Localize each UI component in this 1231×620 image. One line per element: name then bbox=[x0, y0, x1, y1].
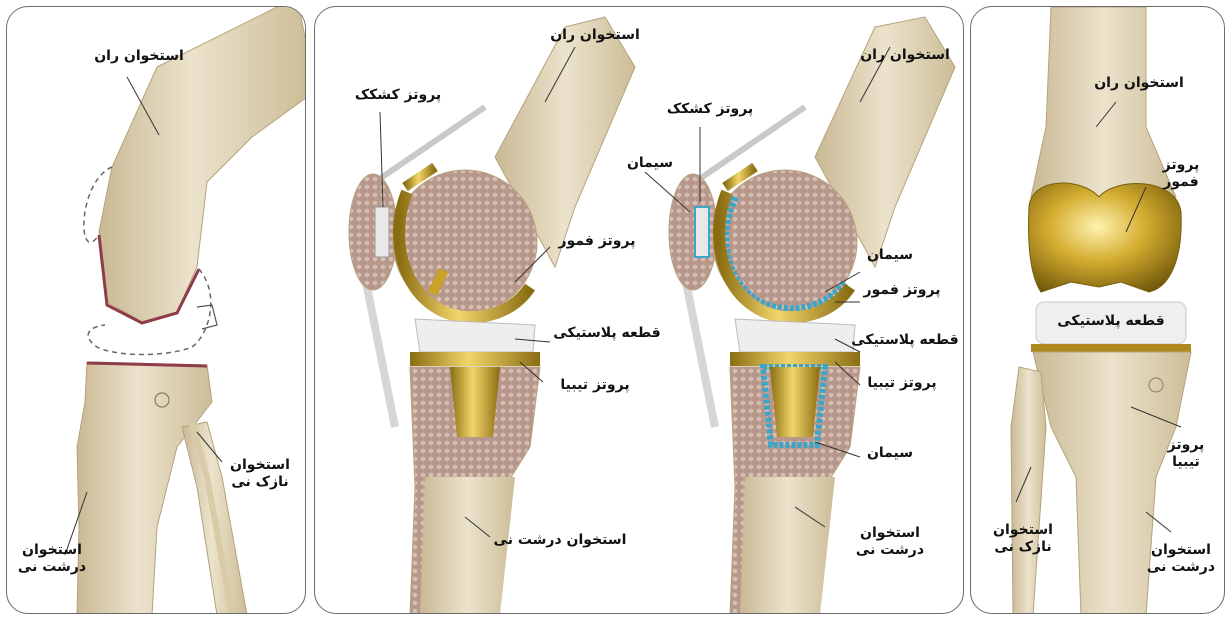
native-knee-panel: استخوان ران استخوان نازک نی استخوان درشت… bbox=[6, 6, 306, 614]
label-femoral-prosthesis-left: پروتز فمور bbox=[547, 233, 647, 250]
label-tibia-front: استخوان درشت نی bbox=[1141, 542, 1221, 576]
label-plastic-insert-right: قطعه پلاستیکی bbox=[845, 332, 964, 349]
femoral-prosthesis-front bbox=[1029, 183, 1182, 292]
tibial-stem-left bbox=[450, 367, 500, 437]
knee-prosthesis-front-panel: استخوان ران پروتز فمور قطعه پلاستیکی پرو… bbox=[970, 6, 1225, 614]
label-femoral-prosthesis-right: پروتز فمور bbox=[847, 282, 957, 299]
plastic-insert-left bbox=[415, 319, 535, 352]
label-patellar-prosthesis-right: پروتز کشکک bbox=[655, 101, 765, 118]
label-fibula: استخوان نازک نی bbox=[225, 457, 295, 491]
knee-prosthesis-lateral-panel: استخوان ران پروتز کشکک پروتز فمور قطعه پ… bbox=[314, 6, 964, 614]
label-femur: استخوان ران bbox=[79, 48, 199, 65]
knee-model-left bbox=[349, 17, 635, 614]
patellar-prosthesis-left bbox=[375, 207, 389, 257]
label-tibial-prosthesis-right: پروتز تیبیا bbox=[847, 375, 957, 392]
label-fibula-front: استخوان نازک نی bbox=[983, 522, 1063, 556]
label-femoral-prosthesis-front: پروتز فمور bbox=[1141, 157, 1221, 191]
tibia-bone bbox=[77, 362, 212, 614]
native-knee-illustration bbox=[7, 7, 306, 614]
label-cement-bottom: سیمان bbox=[855, 445, 925, 462]
label-femur-left: استخوان ران bbox=[535, 27, 655, 44]
label-femur-right: استخوان ران bbox=[850, 47, 960, 64]
label-tibia-left: استخوان درشت نی bbox=[485, 532, 635, 549]
label-patellar-prosthesis-left: پروتز کشکک bbox=[343, 87, 453, 104]
label-plastic-insert-front: قطعه پلاستیکی bbox=[1041, 313, 1181, 330]
label-cement-top: سیمان bbox=[615, 155, 685, 172]
label-tibia-right: استخوان درشت نی bbox=[835, 525, 945, 559]
label-cement-mid: سیمان bbox=[855, 247, 925, 264]
tibial-stem-right bbox=[770, 367, 820, 437]
label-plastic-insert-left: قطعه پلاستیکی bbox=[547, 325, 667, 342]
fibula-bone-front bbox=[1011, 367, 1046, 614]
tibial-tray-right bbox=[730, 352, 860, 366]
label-femur-front: استخوان ران bbox=[1079, 75, 1199, 92]
label-tibial-prosthesis-left: پروتز تیبیا bbox=[545, 377, 645, 394]
label-tibial-prosthesis-front: پروتز تیبیا bbox=[1151, 437, 1221, 471]
tibial-tray-left bbox=[410, 352, 540, 366]
tibial-tray-front bbox=[1031, 344, 1191, 352]
patella-left bbox=[349, 174, 397, 290]
plastic-insert-right bbox=[735, 319, 855, 352]
label-tibia: استخوان درشت نی bbox=[17, 542, 87, 576]
